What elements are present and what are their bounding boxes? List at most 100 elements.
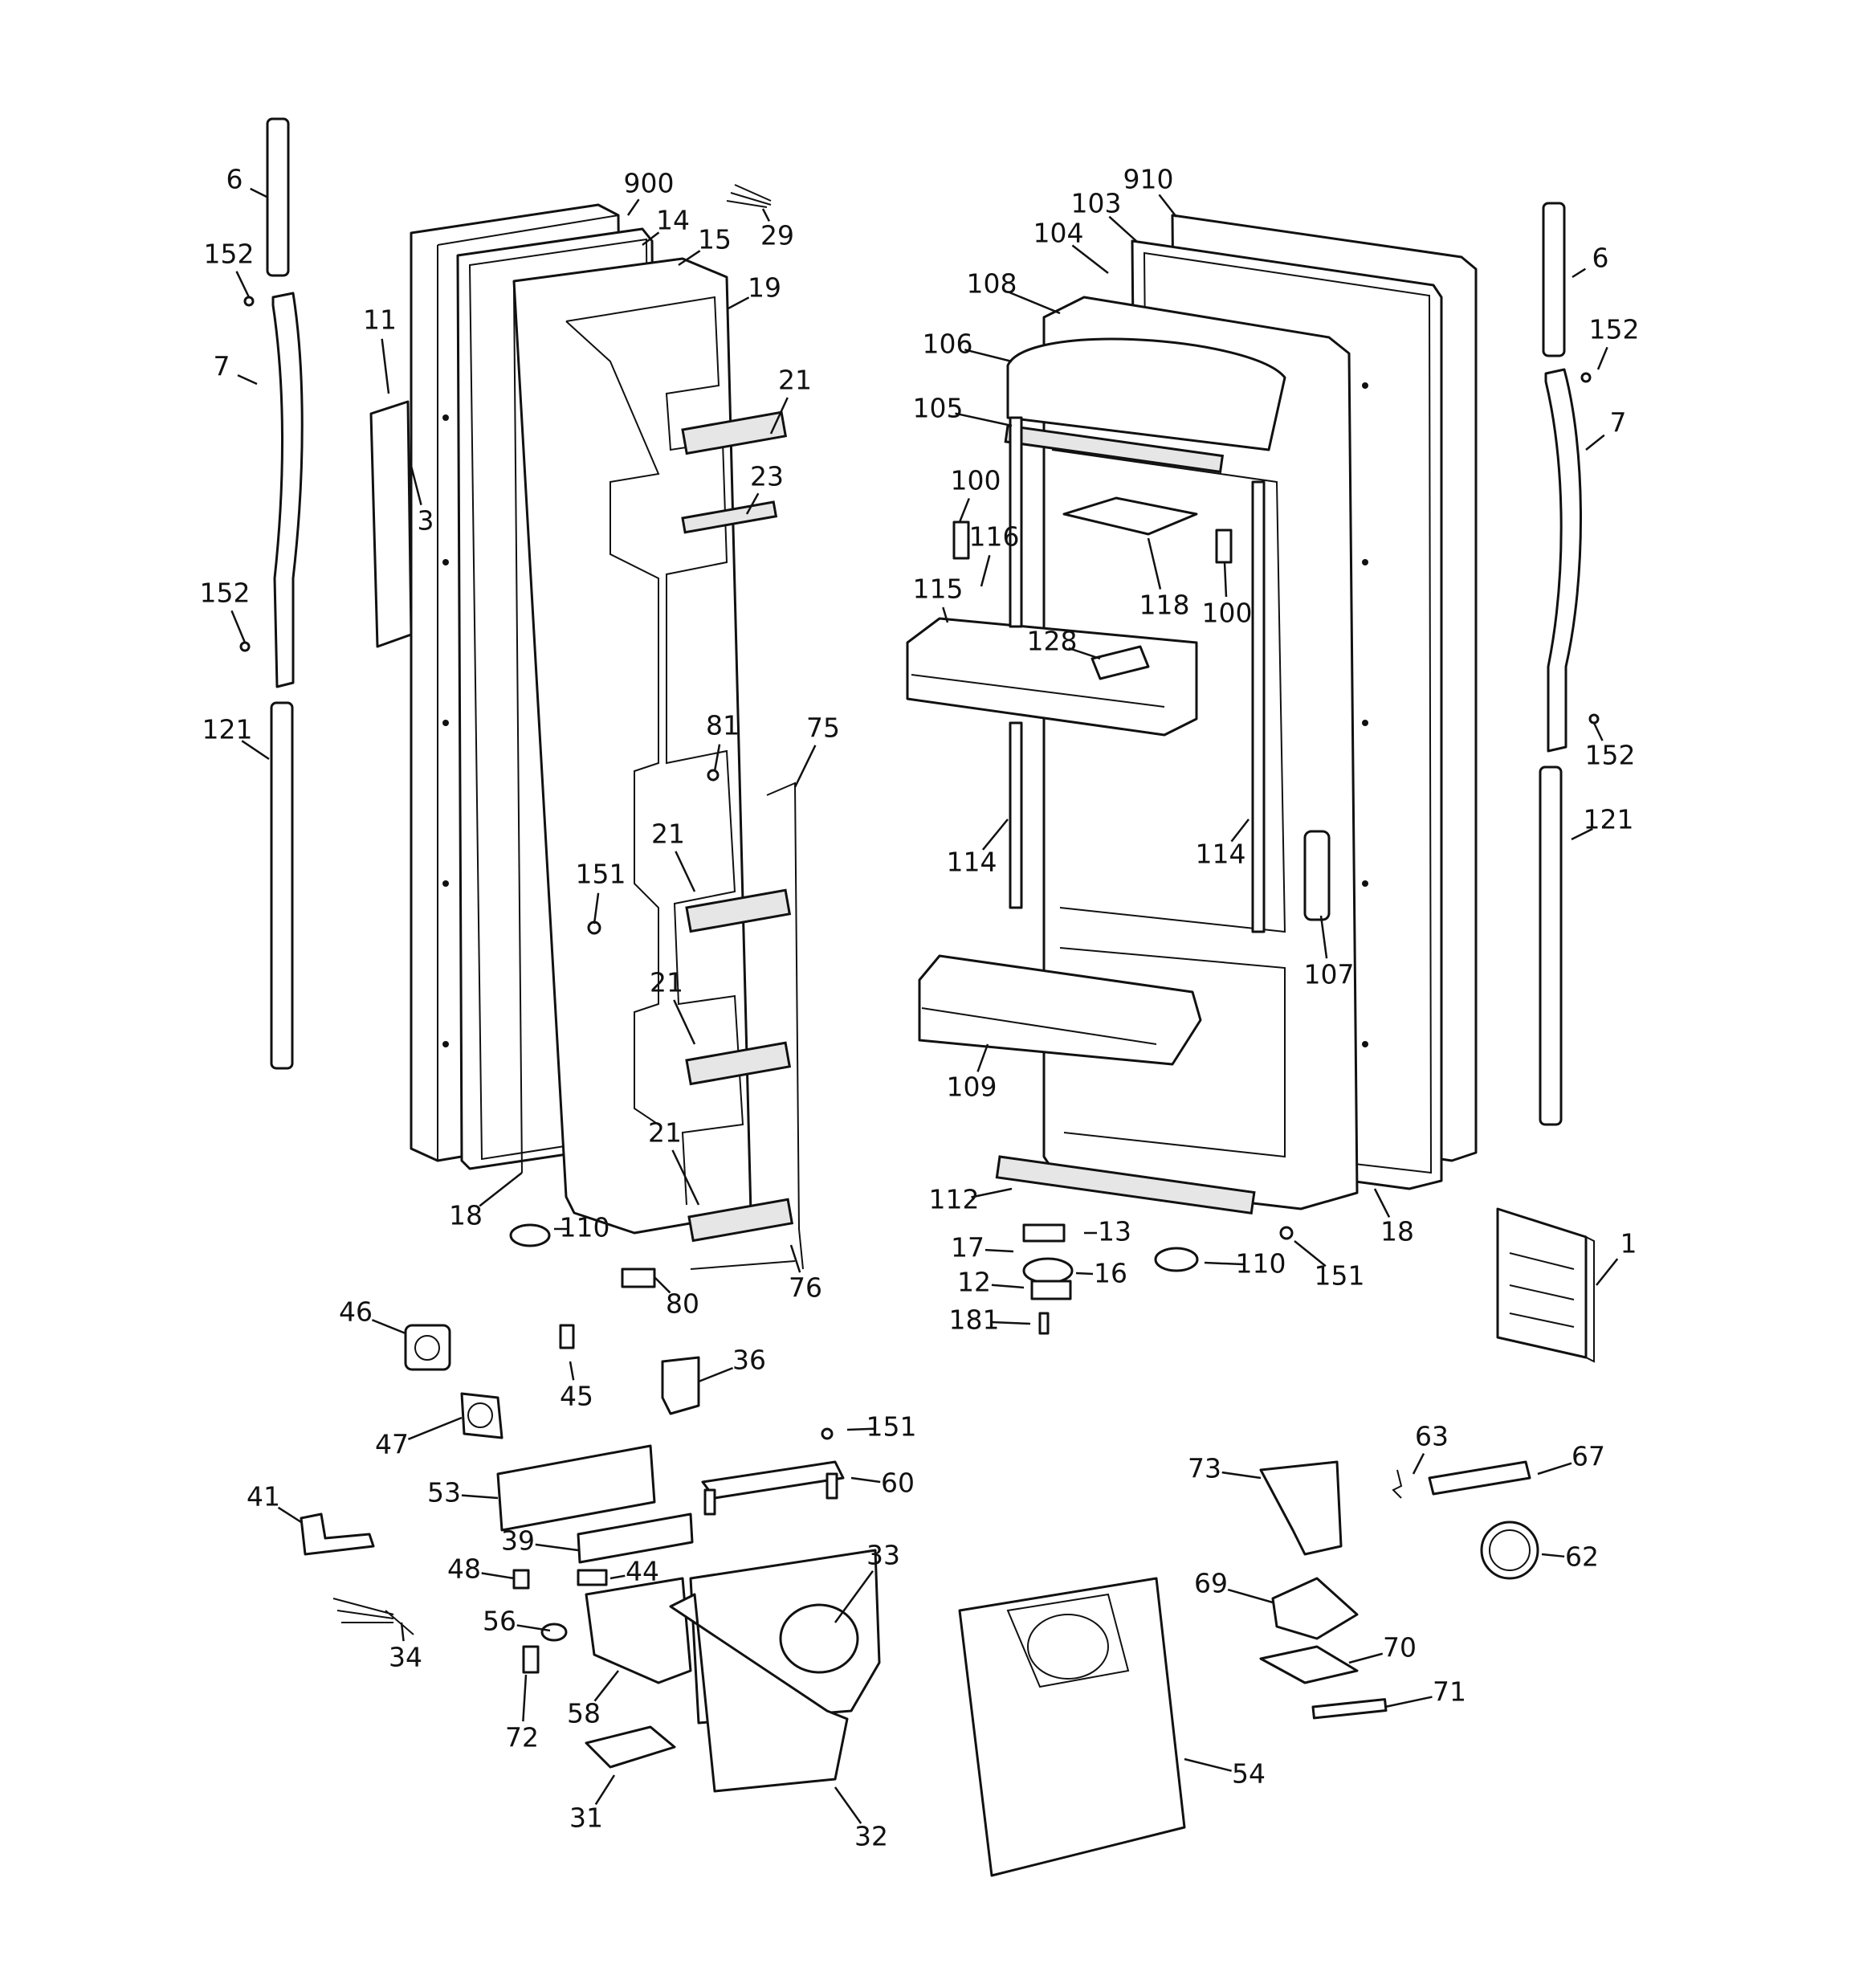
leader-line-c1 (1596, 1258, 1619, 1286)
callout-c63: 63 (1415, 1421, 1449, 1452)
control-board-39 (577, 1512, 694, 1564)
owners-manual (1496, 1207, 1595, 1363)
door-bin-rail-left-upper (1009, 416, 1023, 628)
callout-c910: 910 (1123, 164, 1174, 195)
freezer-handle-top-cap (266, 117, 290, 277)
switch-72 (522, 1645, 540, 1674)
leader-line-c73 (1221, 1471, 1262, 1480)
leader-line-c152b (230, 610, 247, 643)
callout-c6l: 6 (226, 164, 243, 195)
callout-c62: 62 (1565, 1541, 1599, 1573)
leader-line-c11 (381, 338, 390, 394)
leader-line-c3 (410, 465, 422, 506)
leader-line-c23 (745, 492, 760, 515)
callout-c60: 60 (881, 1468, 915, 1499)
callout-c54: 54 (1232, 1758, 1266, 1790)
leader-line-c18r (1373, 1188, 1391, 1218)
callout-c110r: 110 (1236, 1248, 1286, 1280)
freezer-door-screw (587, 921, 601, 935)
callout-c7l: 7 (214, 351, 230, 382)
leader-line-c7r (1585, 434, 1605, 451)
dispenser-cover-54 (958, 1577, 1186, 1877)
leader-line-c910 (1158, 194, 1177, 218)
leader-line-c100a (958, 497, 970, 523)
bin-divider (1090, 645, 1150, 680)
bracket-67 (1428, 1460, 1531, 1496)
leader-line-c151c (846, 1427, 874, 1431)
leader-line-c46 (371, 1319, 406, 1335)
callout-c41: 41 (247, 1481, 280, 1512)
callout-c19: 19 (748, 272, 781, 304)
callout-c152d: 152 (1585, 740, 1636, 771)
leader-line-c21a (769, 397, 789, 435)
leader-line-c100b (1223, 561, 1228, 598)
callout-c44: 44 (626, 1556, 659, 1587)
leader-line-c107 (1319, 915, 1328, 959)
chute-rod-71 (1311, 1698, 1388, 1720)
leader-line-c41 (277, 1506, 302, 1524)
freezer-shelf-rail-2 (681, 500, 778, 534)
callout-c105: 105 (913, 393, 964, 424)
callout-c152b: 152 (200, 578, 251, 609)
callout-c11: 11 (363, 304, 397, 336)
leader-line-c128 (1068, 647, 1101, 660)
leader-line-c7l (237, 374, 258, 386)
callout-c46: 46 (339, 1296, 373, 1328)
callout-c45: 45 (560, 1381, 593, 1412)
callout-c18l: 18 (449, 1200, 483, 1231)
chute-bracket-70 (1259, 1645, 1359, 1684)
leader-line-c70 (1348, 1652, 1384, 1664)
freezer-shelf-rail-3 (685, 888, 792, 933)
water-fitting (621, 1268, 656, 1288)
dispenser-knob-46 (404, 1324, 451, 1371)
leader-line-c151b (1294, 1240, 1327, 1268)
leader-line-c106 (964, 349, 1013, 363)
callout-c67: 67 (1572, 1441, 1605, 1472)
callout-c118: 118 (1139, 590, 1190, 621)
callout-c21c: 21 (650, 967, 683, 998)
leader-line-c39 (535, 1543, 579, 1552)
leader-line-c17 (984, 1248, 1014, 1253)
shelf-clip-right (1215, 529, 1233, 564)
callout-c900: 900 (624, 168, 675, 199)
callout-c110l: 110 (560, 1212, 610, 1243)
dispenser-recess-32 (669, 1593, 849, 1793)
leader-line-c121l (241, 740, 270, 761)
leader-line-c58 (593, 1670, 619, 1702)
dairy-compartment-door (1006, 337, 1286, 451)
callout-c34: 34 (389, 1642, 422, 1673)
leader-line-c108 (1007, 291, 1061, 315)
callout-c100b: 100 (1202, 598, 1253, 629)
leader-line-c12 (991, 1284, 1025, 1289)
light-housing-47 (460, 1392, 503, 1439)
callout-c151a: 151 (576, 859, 626, 890)
callout-c21a: 21 (778, 365, 812, 396)
freezer-hinge-cover (509, 1223, 551, 1247)
fresh-food-hinge-cover (1154, 1247, 1199, 1272)
door-stop-107 (1303, 830, 1331, 921)
leader-line-c109 (976, 1043, 989, 1072)
callout-c33: 33 (866, 1540, 900, 1571)
callout-c112: 112 (929, 1184, 980, 1215)
lower-door-bin (918, 954, 1202, 1066)
leader-line-c34 (400, 1622, 405, 1642)
bracket-41 (300, 1512, 375, 1556)
leader-line-c71 (1384, 1696, 1433, 1708)
leader-line-c110r (1204, 1261, 1244, 1266)
dairy-trim-105 (1004, 424, 1225, 474)
leader-line-c6l (250, 187, 267, 198)
leader-line-c16 (1075, 1272, 1094, 1276)
door-bin-rail-right (1251, 480, 1266, 933)
actuator-36 (661, 1356, 700, 1415)
callout-c106: 106 (923, 329, 973, 360)
leader-line-c76 (789, 1244, 801, 1273)
grommet-56 (540, 1623, 568, 1642)
freezer-shelf-rail-4 (685, 1041, 792, 1086)
fresh-food-bottom-trim (995, 1155, 1256, 1214)
water-tube (766, 782, 804, 1270)
freezer-handle (271, 292, 304, 688)
leader-line-c116 (980, 554, 991, 587)
callout-c13: 13 (1098, 1216, 1131, 1247)
